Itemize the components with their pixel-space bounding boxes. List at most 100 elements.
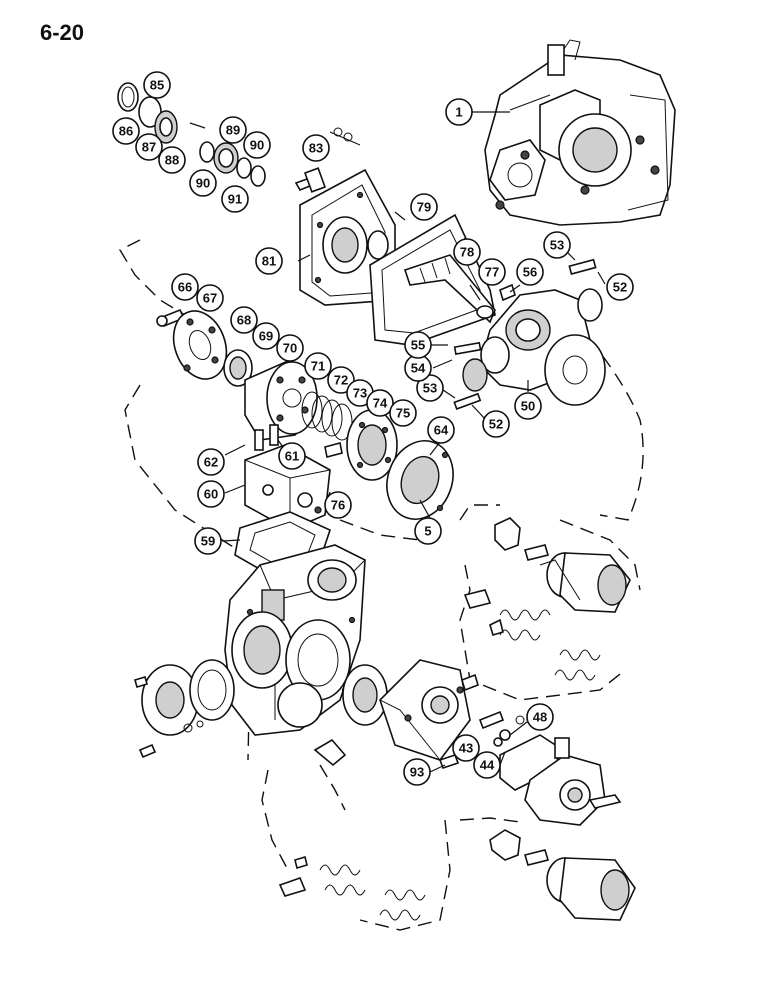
callout-52-lower: 52: [482, 410, 510, 438]
callout-43: 43: [452, 734, 480, 762]
piston-group: [156, 308, 398, 481]
callout-77: 77: [478, 258, 506, 286]
callout-90-right: 90: [243, 131, 271, 159]
page-number: 6-20: [40, 20, 85, 45]
port-plate-64: [386, 440, 454, 520]
callout-53-lower: 53: [416, 374, 444, 402]
svg-text:44: 44: [480, 758, 495, 773]
svg-text:61: 61: [285, 449, 299, 464]
callout-89: 89: [219, 116, 247, 144]
svg-text:77: 77: [485, 265, 499, 280]
svg-text:62: 62: [204, 455, 218, 470]
servo-cylinder-lower: [489, 829, 636, 921]
callout-74: 74: [366, 389, 394, 417]
callout-64: 64: [427, 416, 455, 444]
svg-text:90: 90: [196, 176, 210, 191]
svg-text:74: 74: [373, 396, 388, 411]
callout-66: 66: [171, 273, 199, 301]
svg-text:43: 43: [459, 741, 473, 756]
callout-56: 56: [516, 258, 544, 286]
callout-60: 60: [197, 480, 225, 508]
callout-83: 83: [302, 134, 330, 162]
screw-83: [294, 127, 361, 193]
callout-81: 81: [255, 247, 283, 275]
svg-text:89: 89: [226, 123, 240, 138]
svg-text:71: 71: [311, 359, 325, 374]
callout-5: 5: [414, 517, 442, 545]
callout-90-left: 90: [189, 169, 217, 197]
callout-93: 93: [403, 758, 431, 786]
callout-53-upper: 53: [543, 231, 571, 259]
svg-text:86: 86: [119, 124, 133, 139]
callout-59: 59: [194, 527, 222, 555]
seal-kit-group: [117, 82, 266, 187]
svg-text:48: 48: [533, 710, 547, 725]
spring-set-lower: [278, 855, 426, 921]
shaft-78: [403, 254, 496, 324]
svg-text:52: 52: [489, 417, 503, 432]
callout-78: 78: [453, 238, 481, 266]
svg-text:72: 72: [334, 373, 348, 388]
callout-52-upper: 52: [606, 273, 634, 301]
callout-85: 85: [143, 71, 171, 99]
callout-61: 61: [278, 442, 306, 470]
svg-text:56: 56: [523, 265, 537, 280]
svg-text:93: 93: [410, 765, 424, 780]
callout-67: 67: [196, 284, 224, 312]
swashplate-50: [453, 258, 606, 410]
callout-86: 86: [112, 117, 140, 145]
leader-lines: [189, 111, 606, 773]
svg-text:91: 91: [228, 192, 242, 207]
svg-text:67: 67: [203, 291, 217, 306]
spring-set-upper: [463, 589, 601, 681]
callout-69: 69: [252, 322, 280, 350]
svg-text:64: 64: [434, 423, 449, 438]
svg-text:75: 75: [396, 406, 410, 421]
svg-text:60: 60: [204, 487, 218, 502]
svg-text:68: 68: [237, 313, 251, 328]
svg-text:88: 88: [165, 153, 179, 168]
svg-text:81: 81: [262, 254, 276, 269]
svg-text:90: 90: [250, 138, 264, 153]
svg-text:55: 55: [411, 338, 425, 353]
svg-text:76: 76: [331, 498, 345, 513]
svg-text:54: 54: [411, 361, 426, 376]
svg-text:85: 85: [150, 78, 164, 93]
callout-1: 1: [445, 98, 473, 126]
callout-50: 50: [514, 392, 542, 420]
svg-text:69: 69: [259, 329, 273, 344]
main-housing: [224, 544, 366, 736]
svg-text:5: 5: [424, 524, 431, 539]
left-flange: [134, 659, 347, 767]
callout-75: 75: [389, 399, 417, 427]
callout-87: 87: [135, 133, 163, 161]
callout-91: 91: [221, 185, 249, 213]
svg-text:1: 1: [455, 105, 462, 120]
callout-54: 54: [404, 354, 432, 382]
callout-55: 55: [404, 331, 432, 359]
svg-text:79: 79: [417, 200, 431, 215]
callout-79: 79: [410, 193, 438, 221]
svg-text:78: 78: [460, 245, 474, 260]
callout-71: 71: [304, 352, 332, 380]
callout-62: 62: [197, 448, 225, 476]
pump-assembly-1: [484, 39, 676, 226]
charge-pump-section: [342, 659, 525, 770]
svg-text:83: 83: [309, 141, 323, 156]
callout-70: 70: [276, 334, 304, 362]
valve-block-60: [244, 424, 331, 531]
svg-text:70: 70: [283, 341, 297, 356]
callout-72: 72: [327, 366, 355, 394]
callout-44: 44: [473, 751, 501, 779]
svg-text:66: 66: [178, 280, 192, 295]
svg-text:87: 87: [142, 140, 156, 155]
svg-text:53: 53: [423, 381, 437, 396]
svg-text:73: 73: [353, 386, 367, 401]
callout-88: 88: [158, 146, 186, 174]
servo-cylinder-upper: [494, 517, 631, 613]
svg-text:53: 53: [550, 238, 564, 253]
svg-text:59: 59: [201, 534, 215, 549]
callout-48: 48: [526, 703, 554, 731]
charge-pump-assembly: [499, 734, 622, 826]
